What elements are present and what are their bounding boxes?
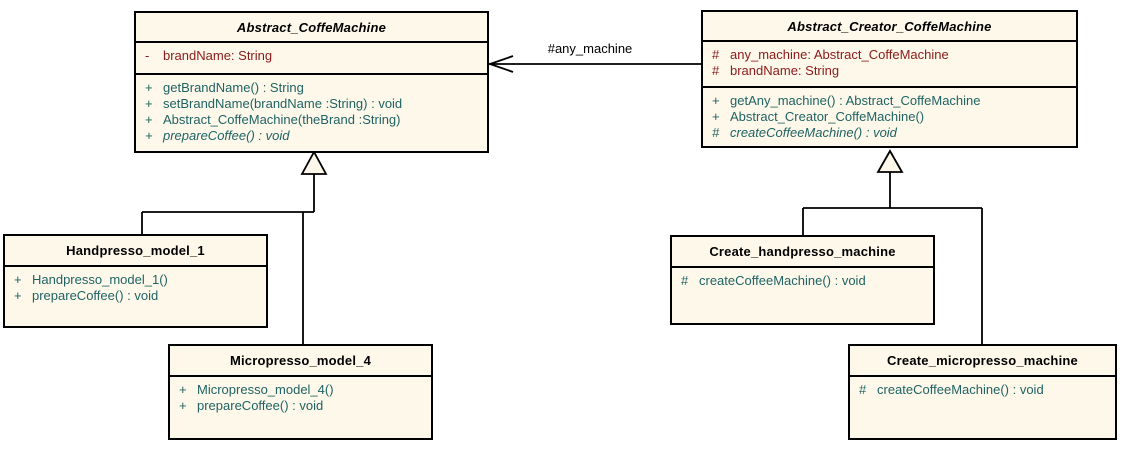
attributes-compartment: # any_machine: Abstract_CoffeMachine # bra…: [703, 42, 1076, 88]
member-text: createCoffeeMachine() : void: [877, 382, 1044, 397]
attribute-row: -brandName: String: [136, 48, 487, 64]
method-row: + getAny_machine() : Abstract_CoffeMachin…: [703, 93, 1076, 109]
methods-compartment: + getBrandName() : String + setBrandName(b…: [136, 75, 487, 151]
hollow-triangle-icon: [300, 150, 328, 175]
attributes-compartment: -brandName: String: [136, 43, 487, 75]
visibility-symbol: +: [145, 80, 153, 95]
class-create-handpresso-machine[interactable]: Create_handpresso_machine # createCoffeeM…: [670, 235, 935, 325]
visibility-symbol: +: [712, 93, 720, 108]
visibility-symbol: +: [14, 288, 22, 303]
method-row-abstract: # createCoffeeMachine() : void: [703, 125, 1076, 141]
member-text: any_machine: Abstract_CoffeMachine: [730, 47, 949, 62]
generalization-left: [141, 150, 328, 345]
member-text: Micropresso_model_4(): [197, 382, 334, 397]
class-title: Micropresso_model_4: [170, 346, 431, 377]
visibility-symbol: +: [14, 272, 22, 287]
member-text: getAny_machine() : Abstract_CoffeMachine: [730, 93, 981, 108]
member-text: getBrandName() : String: [163, 80, 304, 95]
method-row: + setBrandName(brandName :String) : void: [136, 96, 487, 112]
member-text: brandName: String: [730, 63, 840, 78]
methods-compartment: # createCoffeeMachine() : void: [850, 377, 1115, 438]
class-title: Abstract_Creator_CoffeMachine: [703, 12, 1076, 42]
class-micropresso-model-4[interactable]: Micropresso_model_4 + Micropresso_model_4…: [168, 344, 433, 440]
generalization-right: [802, 149, 983, 345]
member-text: createCoffeeMachine() : void: [730, 125, 897, 140]
hollow-triangle-icon: [876, 149, 904, 173]
visibility-symbol: #: [712, 125, 720, 140]
visibility-symbol: #: [712, 47, 720, 62]
methods-compartment: # createCoffeeMachine() : void: [672, 268, 933, 323]
method-row: + prepareCoffee() : void: [170, 398, 431, 414]
class-handpresso-model-1[interactable]: Handpresso_model_1 + Handpresso_model_1()…: [3, 234, 268, 328]
visibility-symbol: #: [681, 273, 689, 288]
member-text: Handpresso_model_1(): [32, 272, 168, 287]
member-text: prepareCoffee() : void: [163, 128, 290, 143]
member-text: prepareCoffee() : void: [197, 398, 324, 413]
attribute-row: # any_machine: Abstract_CoffeMachine: [703, 47, 1076, 63]
class-create-micropresso-machine[interactable]: Create_micropresso_machine # createCoffee…: [848, 344, 1117, 440]
method-row: + prepareCoffee() : void: [5, 288, 266, 304]
method-row: # createCoffeeMachine() : void: [850, 382, 1115, 398]
attribute-row: # brandName: String: [703, 63, 1076, 79]
visibility-symbol: +: [145, 128, 153, 143]
method-row: + Abstract_Creator_CoffeMachine(): [703, 109, 1076, 125]
visibility-symbol: +: [145, 112, 153, 127]
method-row: + Handpresso_model_1(): [5, 272, 266, 288]
method-row-abstract: + prepareCoffee() : void: [136, 128, 487, 144]
methods-compartment: + Handpresso_model_1() + prepareCoffee() :…: [5, 267, 266, 326]
association-any-machine-arrow: [487, 55, 701, 73]
method-row: # createCoffeeMachine() : void: [672, 273, 933, 289]
class-title: Create_micropresso_machine: [850, 346, 1115, 377]
class-abstract-coffemachine[interactable]: Abstract_CoffeMachine -brandName: String…: [134, 11, 489, 153]
method-row: + Micropresso_model_4(): [170, 382, 431, 398]
class-title: Handpresso_model_1: [5, 236, 266, 267]
class-title: Abstract_CoffeMachine: [136, 13, 487, 43]
method-row: + Abstract_CoffeMachine(theBrand :String): [136, 112, 487, 128]
visibility-symbol: +: [712, 109, 720, 124]
class-abstract-creator-coffemachine[interactable]: Abstract_Creator_CoffeMachine # any_machi…: [701, 10, 1078, 148]
class-title: Create_handpresso_machine: [672, 237, 933, 268]
visibility-symbol: +: [145, 96, 153, 111]
visibility-symbol: -: [145, 48, 150, 63]
member-text: brandName: String: [163, 48, 273, 63]
association-label: #any_machine: [547, 41, 633, 56]
visibility-symbol: +: [179, 398, 187, 413]
member-text: prepareCoffee() : void: [32, 288, 159, 303]
member-text: setBrandName(brandName :String) : void: [163, 96, 403, 111]
visibility-symbol: +: [179, 382, 187, 397]
member-text: Abstract_CoffeMachine(theBrand :String): [163, 112, 401, 127]
visibility-symbol: #: [712, 63, 720, 78]
methods-compartment: + Micropresso_model_4() + prepareCoffee() …: [170, 377, 431, 438]
member-text: Abstract_Creator_CoffeMachine(): [730, 109, 925, 124]
open-arrowhead-icon: [487, 55, 514, 73]
visibility-symbol: #: [859, 382, 867, 397]
member-text: createCoffeeMachine() : void: [699, 273, 866, 288]
methods-compartment: + getAny_machine() : Abstract_CoffeMachin…: [703, 88, 1076, 146]
method-row: + getBrandName() : String: [136, 80, 487, 96]
